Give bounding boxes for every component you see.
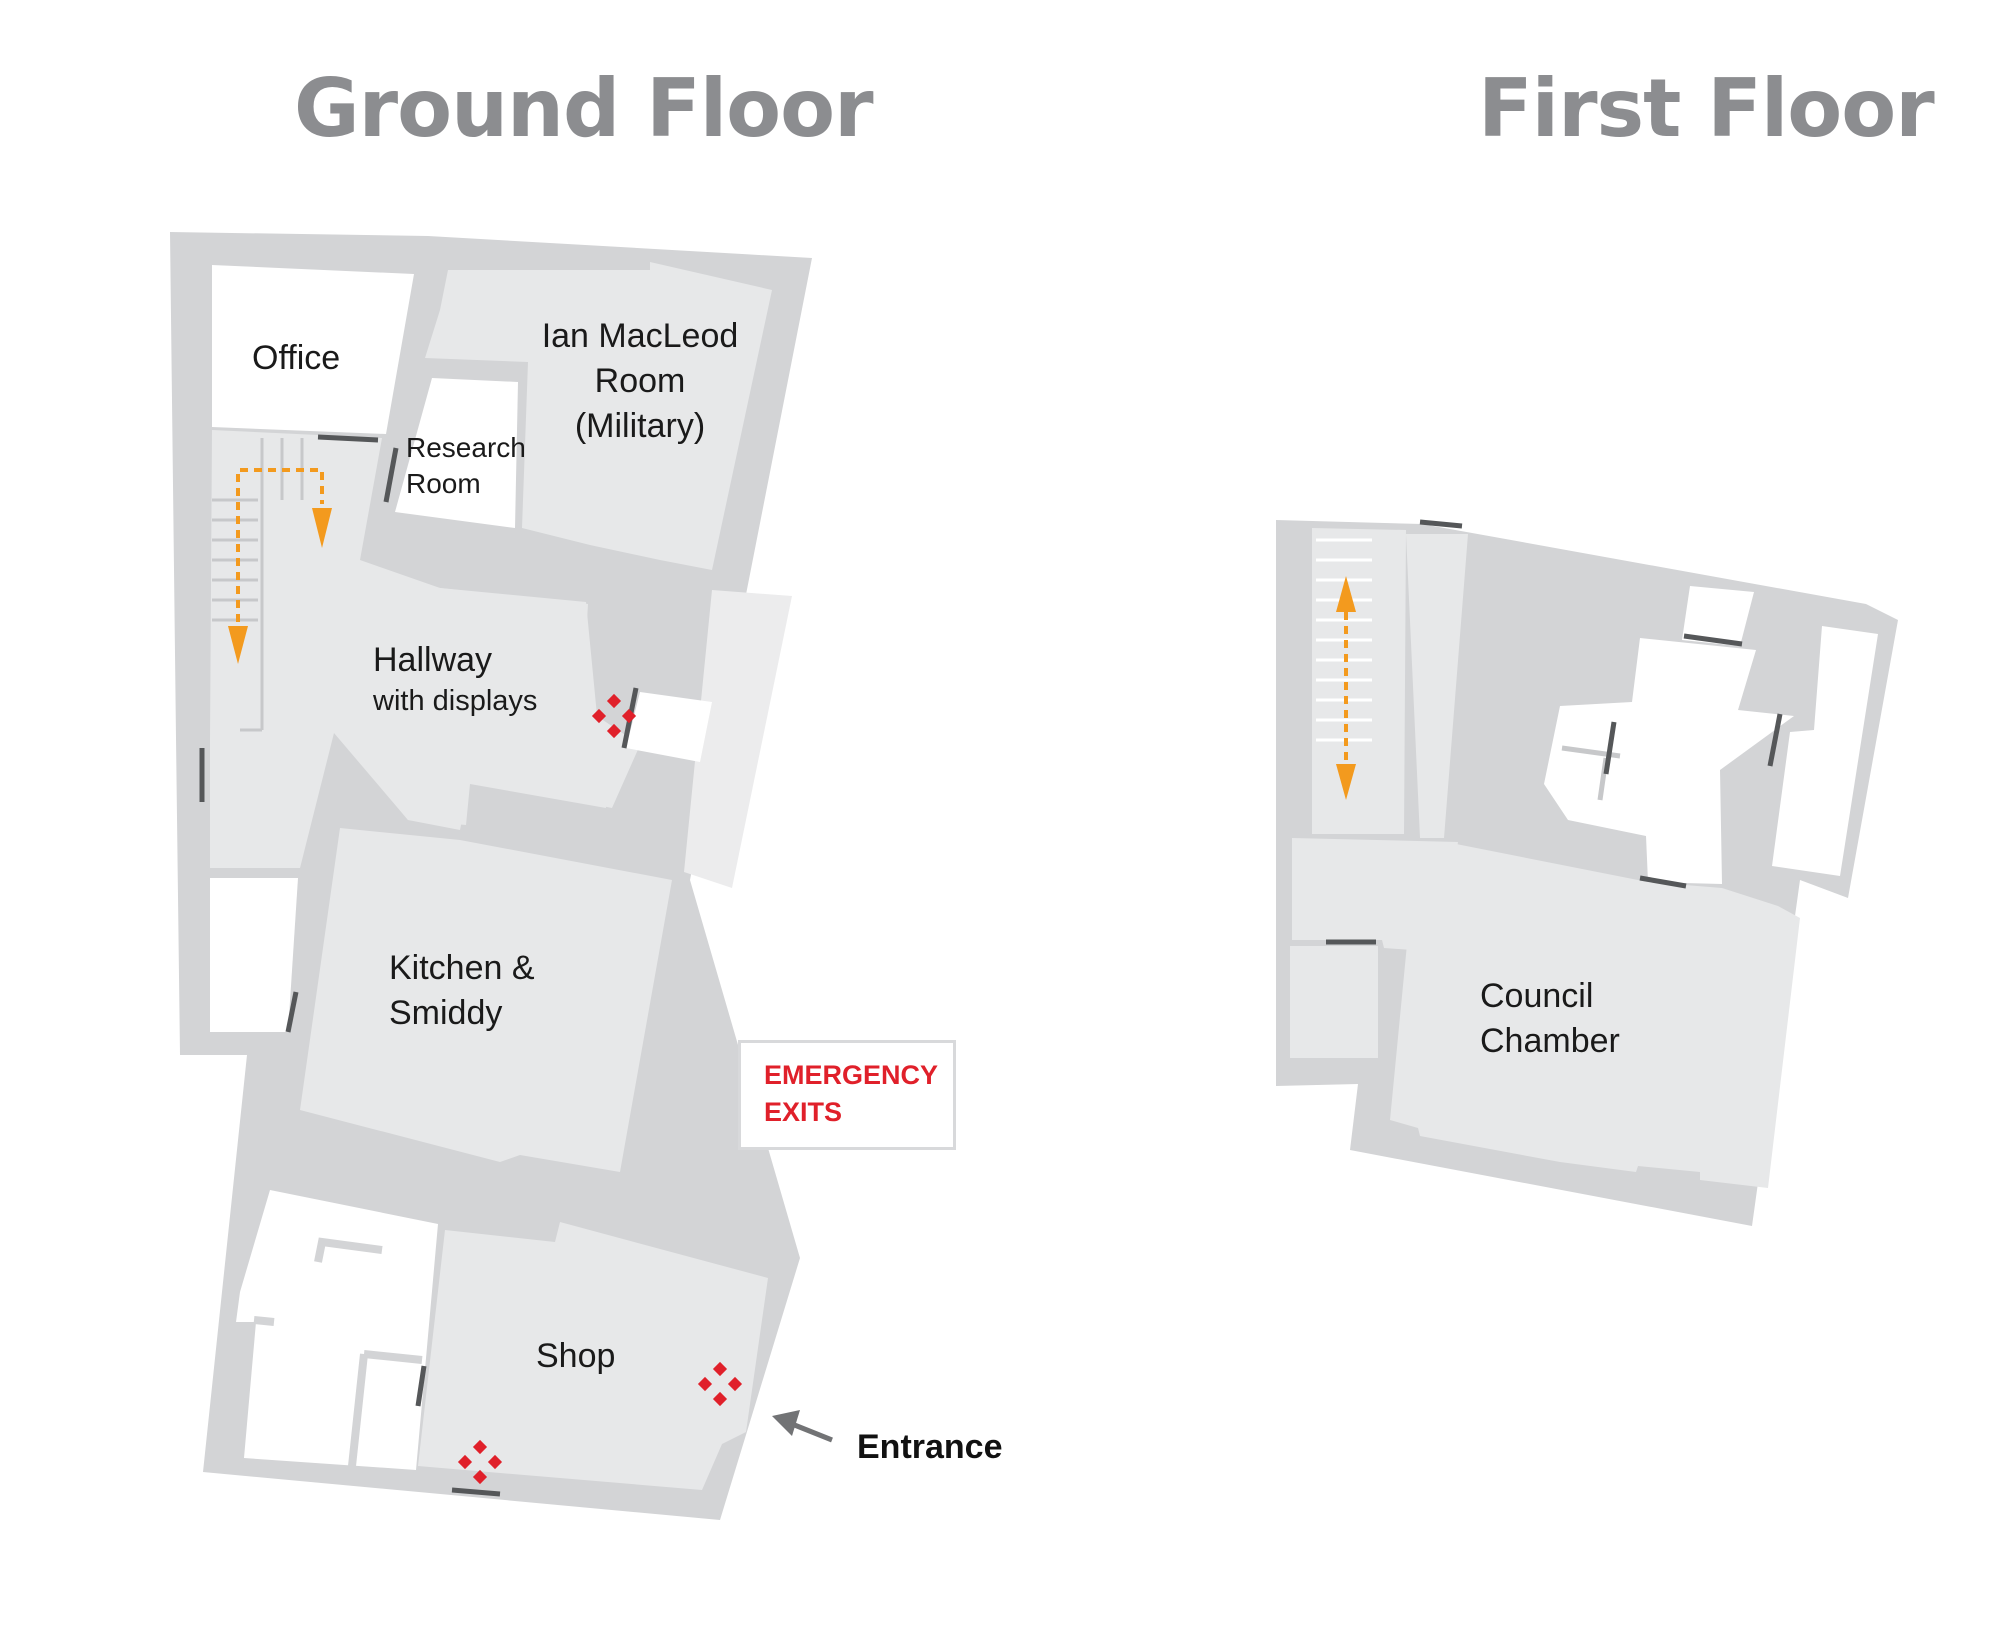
emergency-exits-legend: EMERGENCY EXITS xyxy=(738,1040,956,1150)
hallway-label-line2: with displays xyxy=(373,685,538,717)
council-chamber-room xyxy=(1390,842,1800,1188)
council-label-line1: Council xyxy=(1480,977,1594,1015)
kitchen-smiddy-room xyxy=(300,828,672,1172)
hallway-room xyxy=(334,568,606,825)
hallway-label: Hallway with displays xyxy=(373,638,537,719)
legend-text: EMERGENCY EXITS xyxy=(764,1057,938,1131)
council-label-line2: Chamber xyxy=(1480,1022,1620,1060)
stairs-down-arrowhead xyxy=(228,626,248,664)
first-doors xyxy=(1326,519,1783,945)
office-room xyxy=(212,265,414,434)
first-passage xyxy=(1406,534,1468,838)
first-white-room-b xyxy=(1544,638,1794,884)
first-small-room xyxy=(1290,946,1378,1058)
first-floor-title: First Floor xyxy=(1478,62,1935,155)
entrance-label: Entrance xyxy=(857,1428,1003,1466)
shop-label: Shop xyxy=(536,1337,616,1375)
ian-macleod-label: Ian MacLeod Room (Military) xyxy=(530,314,750,449)
ground-stairs xyxy=(212,438,304,732)
legend-line2: EXITS xyxy=(764,1097,843,1127)
stairs-down-arrowhead-2 xyxy=(312,508,332,548)
hallway-label-line1: Hallway xyxy=(373,641,493,679)
ian-macleod-room xyxy=(425,262,772,570)
first-white-room-a xyxy=(1682,586,1754,646)
shop-room xyxy=(418,1222,768,1490)
first-floor-plan xyxy=(1276,519,1898,1226)
stairs-down-arrowhead-first xyxy=(1336,764,1356,800)
ground-floor-title: Ground Floor xyxy=(294,62,874,155)
ground-floor-plan xyxy=(170,232,833,1520)
research-label-line2: Room xyxy=(406,468,481,499)
kitchen-label-line2: Smiddy xyxy=(389,994,503,1032)
council-chamber-label: Council Chamber xyxy=(1480,974,1620,1064)
left-store-room xyxy=(210,878,298,1032)
kitchen-smiddy-label: Kitchen & Smiddy xyxy=(389,946,535,1036)
office-label: Office xyxy=(252,339,341,377)
toilet-partitions xyxy=(253,1237,423,1467)
entrance-arrow-icon xyxy=(772,1410,833,1443)
ian-macleod-label-line1: Ian MacLeod xyxy=(541,317,739,355)
hallway-exit-gap xyxy=(626,692,712,762)
ground-stairs-arrow xyxy=(236,468,324,622)
research-label-line1: Research xyxy=(406,432,526,463)
kitchen-label-line1: Kitchen & xyxy=(389,949,535,987)
side-corridor xyxy=(684,590,792,888)
first-stairs xyxy=(1316,538,1372,742)
toilet-rooms xyxy=(236,1190,438,1470)
ian-macleod-label-line2: Room xyxy=(594,362,686,400)
first-white-room-c xyxy=(1772,626,1878,876)
first-landing xyxy=(1292,838,1458,952)
research-room xyxy=(395,378,518,528)
ian-macleod-label-line3: (Military) xyxy=(574,407,706,445)
legend-line1: EMERGENCY xyxy=(764,1060,939,1090)
stairs-up-arrowhead xyxy=(1336,576,1356,612)
research-room-label: Research Room xyxy=(406,430,526,502)
